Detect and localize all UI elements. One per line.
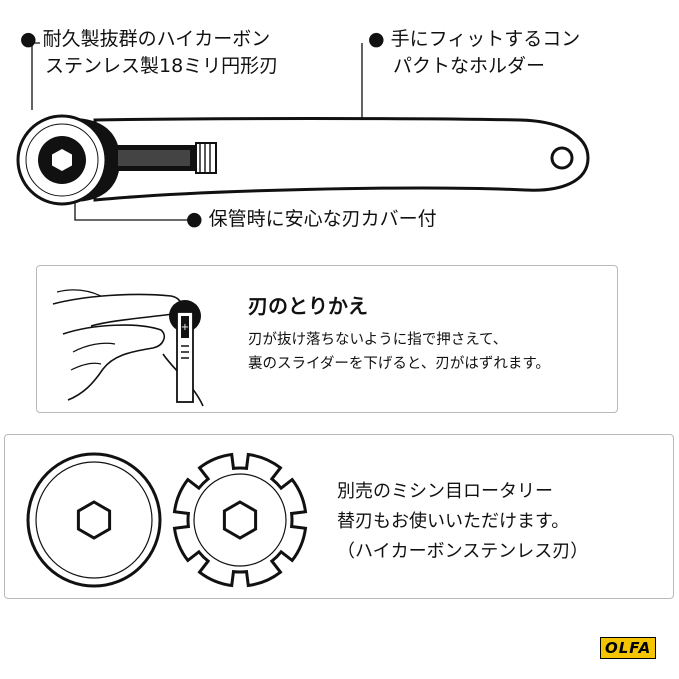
feature-blade-line2: ステンレス製18ミリ円形刃 xyxy=(45,55,279,77)
optional-blades-line2: 替刃もお使いいただけます。 xyxy=(337,511,570,532)
feature-cover-text: 保管時に安心な刃カバー付 xyxy=(208,208,437,230)
replacement-line1: 刃が抜け落ちないように指で押さえて、 xyxy=(248,332,508,348)
feature-holder-line2: パクトなホルダー xyxy=(393,55,546,77)
feature-cover: ● 保管時に安心な刃カバー付 xyxy=(186,206,437,233)
svg-text:+: + xyxy=(181,322,189,333)
feature-blade: ● 耐久製抜群のハイカーボン ステンレス製18ミリ円形刃 xyxy=(20,26,278,80)
bullet-mark: ● xyxy=(368,28,385,50)
hex-hole xyxy=(76,500,112,540)
optional-blades-line3: （ハイカーボンステンレス刃） xyxy=(337,541,589,562)
hex-hole xyxy=(222,500,258,540)
bullet-mark: ● xyxy=(186,208,203,230)
perforation-blade-inner-ring xyxy=(193,473,287,567)
rotary-cutter-illustration xyxy=(16,42,590,221)
perforation-rotary-blade xyxy=(172,452,308,588)
replacement-line2: 裏のスライダーを下げると、刃がはずれます。 xyxy=(248,356,550,372)
leader-line-blade xyxy=(31,42,40,110)
replacement-title: 刃のとりかえ xyxy=(248,294,368,318)
plain-rotary-blade xyxy=(26,452,162,588)
cutter-handle xyxy=(93,117,590,202)
feature-holder: ● 手にフィットするコン パクトなホルダー xyxy=(368,26,580,80)
optional-blades-line1: 別売のミシン目ロータリー xyxy=(337,481,553,502)
hex-nut xyxy=(52,149,72,171)
optional-blades-box: 別売のミシン目ロータリー 替刃もお使いいただけます。 （ハイカーボンステンレス刃… xyxy=(4,434,674,599)
hanging-hole xyxy=(550,146,574,170)
replacement-instructions: 刃が抜け落ちないように指で押さえて、 裏のスライダーを下げると、刃がはずれます。 xyxy=(248,328,550,376)
feature-holder-line1: 手にフィットするコン xyxy=(390,28,581,50)
olfa-logo: OLFA xyxy=(600,637,657,659)
hand-holding-cutter-illustration: + xyxy=(52,289,204,407)
feature-blade-line1: 耐久製抜群のハイカーボン xyxy=(42,28,271,50)
olfa-logo-text: OLFA xyxy=(605,639,652,657)
bullet-mark: ● xyxy=(20,28,37,50)
optional-blades-text: 別売のミシン目ロータリー 替刃もお使いいただけます。 （ハイカーボンステンレス刃… xyxy=(337,477,588,567)
blade-replacement-box: + 刃のとりかえ 刃が抜け落ちないように指で押さえて、 裏のスライダーを下げると… xyxy=(36,265,618,413)
